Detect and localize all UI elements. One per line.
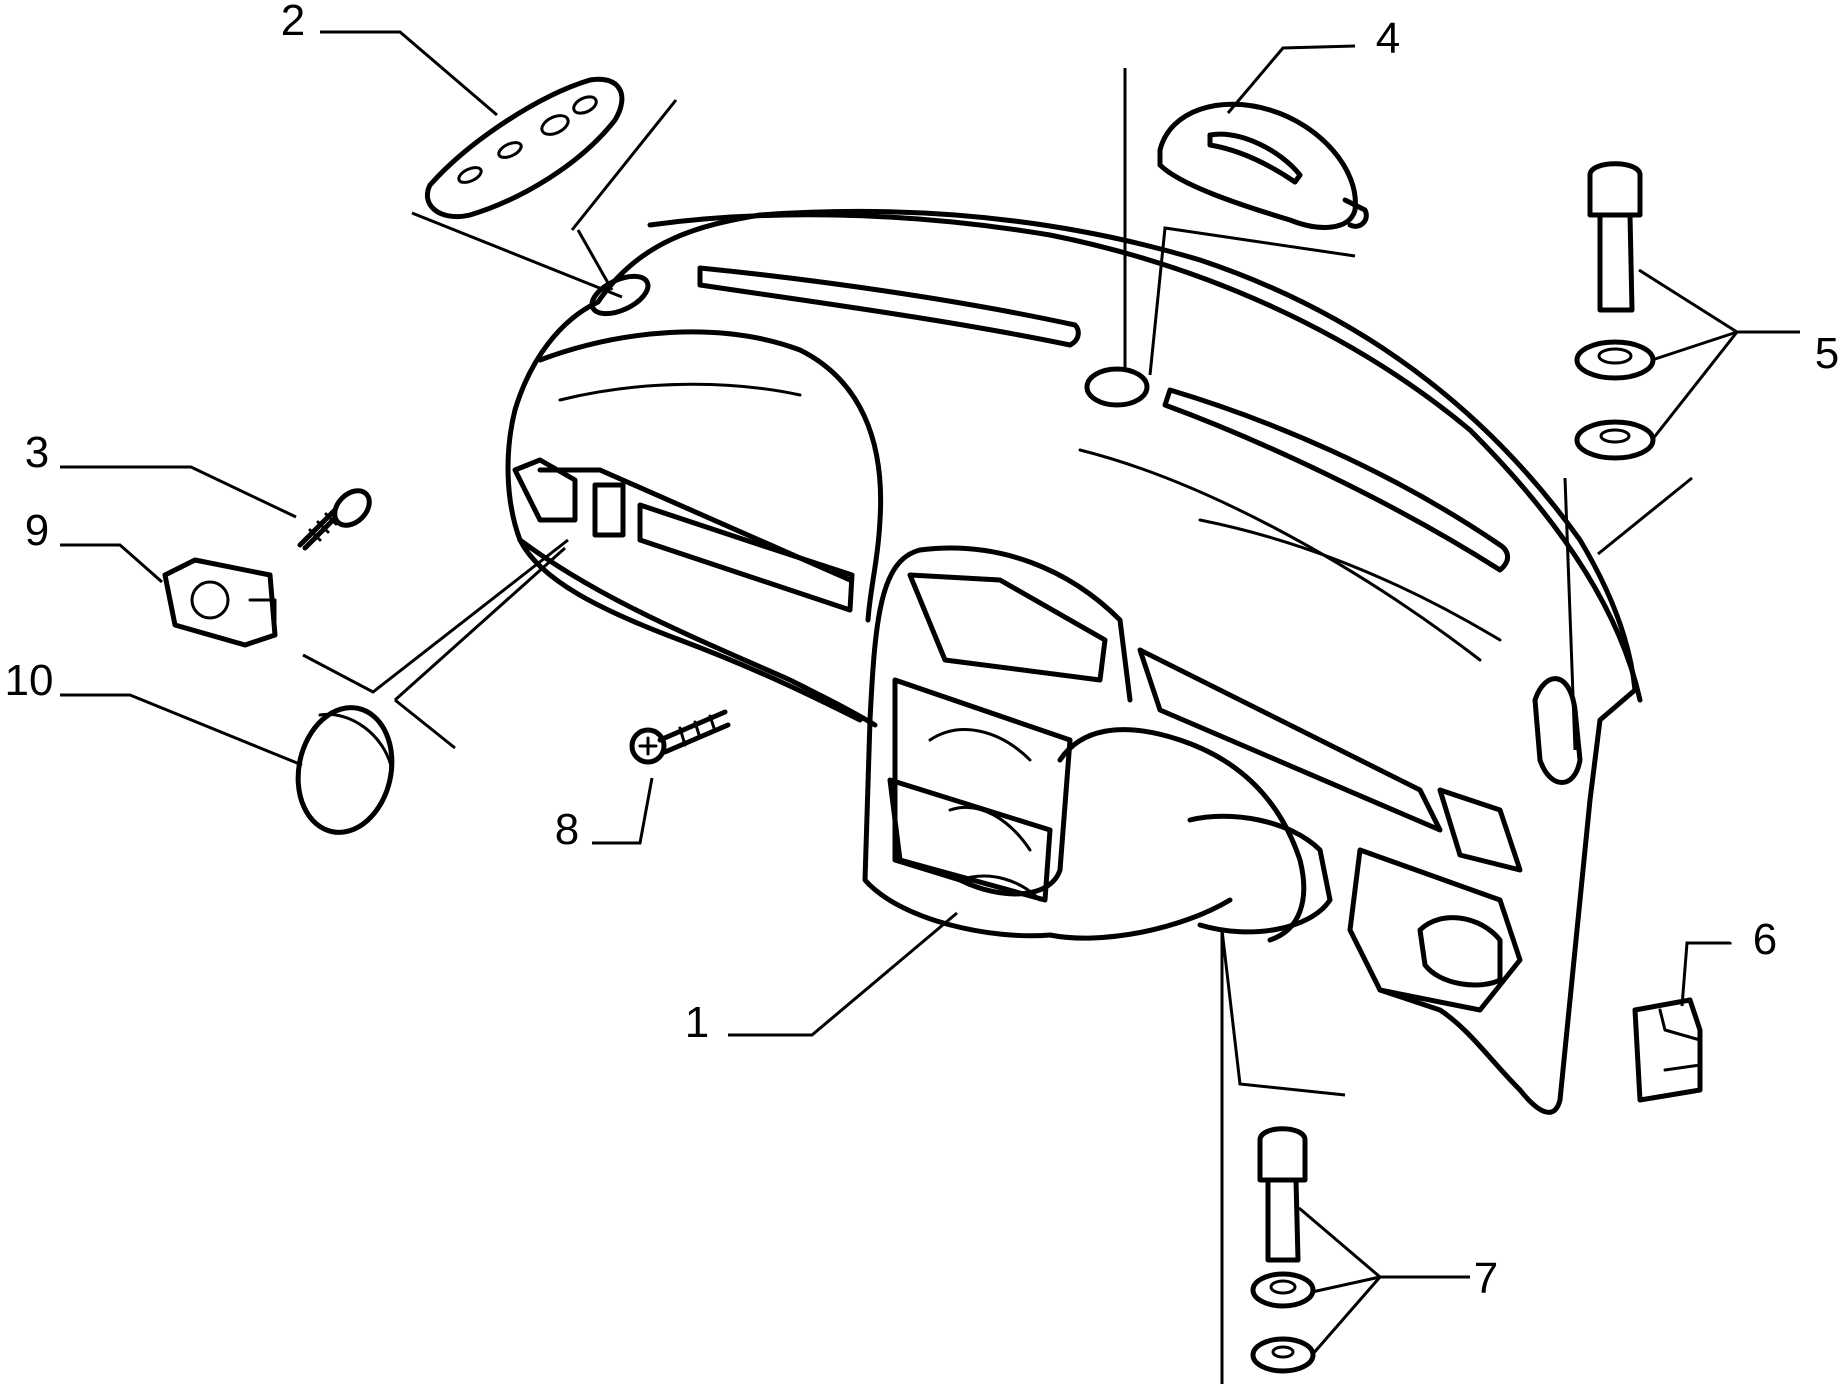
- screw-medium: [629, 709, 731, 765]
- bolt-washer-set-upper: [1574, 161, 1656, 461]
- callout-label-8: 8: [555, 805, 579, 854]
- panel-clip: [1632, 997, 1703, 1103]
- callout-label-1: 1: [685, 998, 709, 1047]
- callout-label-4: 4: [1376, 14, 1400, 63]
- callout-label-7: 7: [1474, 1254, 1498, 1303]
- callout-labels: 1 2 3 4 5 6 7 8 9 10: [5, 0, 1840, 1303]
- dashboard-panel: [505, 208, 1643, 1115]
- callout-leaders: [60, 30, 1800, 1356]
- clip-nut: [162, 557, 278, 648]
- round-cover: [295, 705, 395, 835]
- callout-label-5: 5: [1815, 329, 1839, 378]
- callout-label-9: 9: [25, 506, 49, 555]
- switch-panel: [425, 76, 625, 219]
- callout-label-2: 2: [281, 0, 305, 45]
- callout-label-10: 10: [5, 656, 54, 705]
- screw-small: [297, 488, 372, 551]
- callout-label-3: 3: [25, 428, 49, 477]
- callout-label-6: 6: [1753, 915, 1777, 964]
- assembly-guide-lines: [302, 68, 1693, 1384]
- bolt-washer-set-lower: [1250, 1126, 1316, 1374]
- oval-cover: [1157, 101, 1369, 230]
